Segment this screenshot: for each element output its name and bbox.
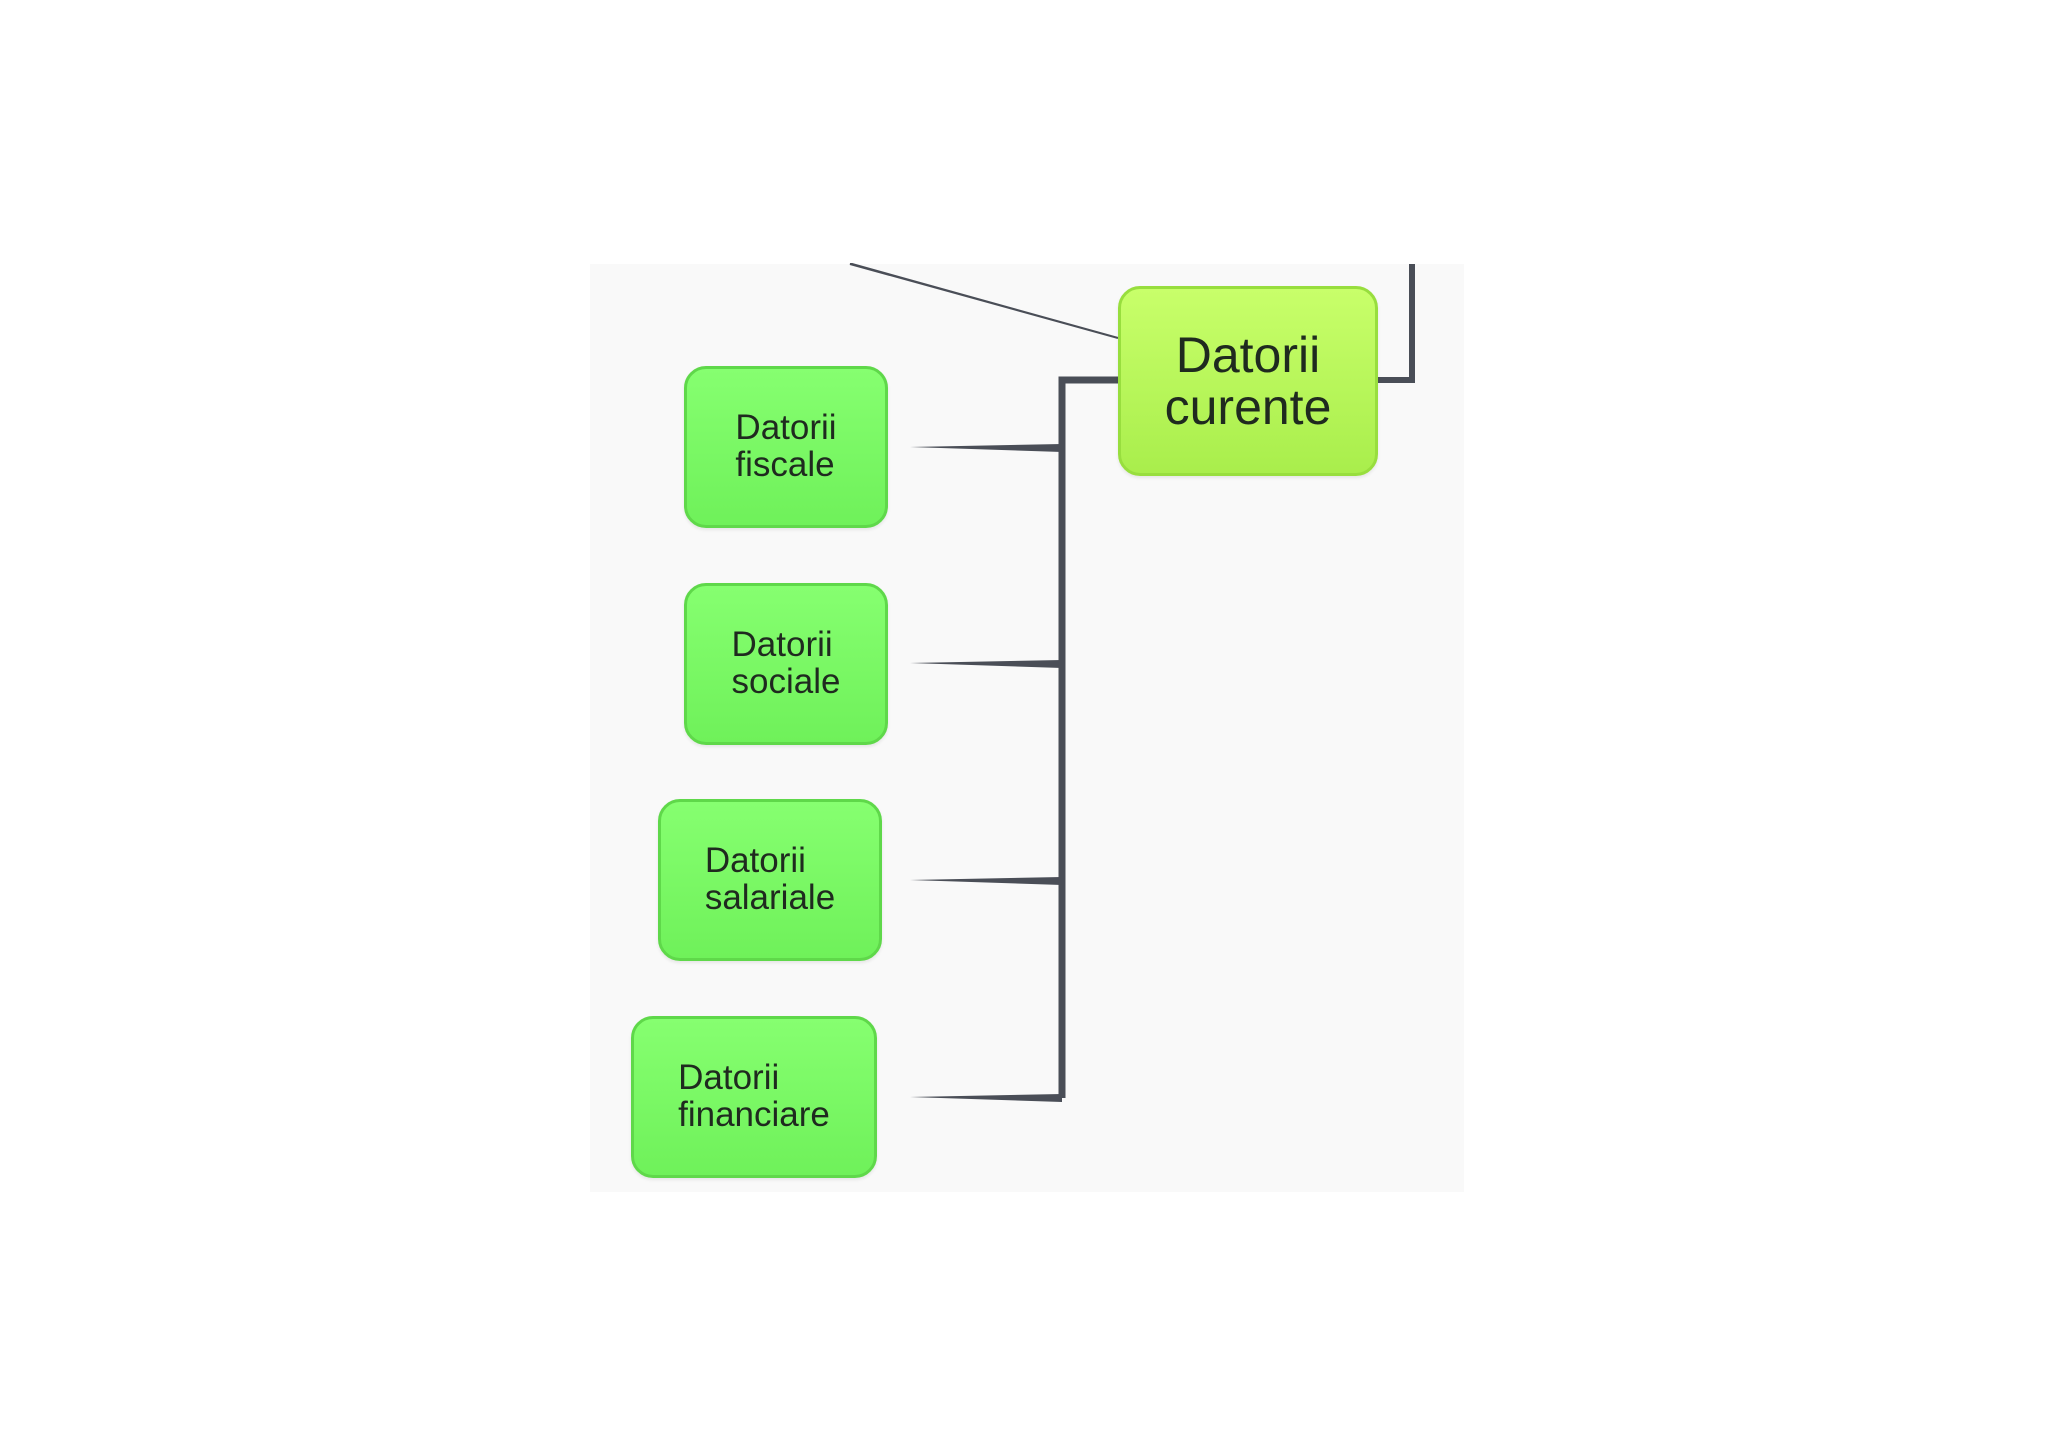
node-datorii-financiare[interactable]: Datorii financiare (631, 1016, 877, 1178)
node-label: Datorii salariale (704, 841, 836, 917)
node-label: Datorii financiare (678, 1058, 830, 1134)
node-label: Datorii curente (1164, 326, 1332, 435)
node-label: Datorii fiscale (735, 408, 837, 484)
trunk-connector (1058, 376, 1118, 1098)
node-label: Datorii sociale (731, 625, 841, 701)
node-datorii-sociale[interactable]: Datorii sociale (684, 583, 888, 745)
parent-right-connector (1378, 264, 1415, 383)
branch-connector-2 (910, 660, 1062, 668)
node-datorii-curente[interactable]: Datorii curente (1118, 286, 1378, 476)
incoming-connector (849, 263, 1119, 339)
node-datorii-fiscale[interactable]: Datorii fiscale (684, 366, 888, 528)
branch-connector-4 (910, 1094, 1062, 1102)
branch-connector-3 (910, 877, 1062, 885)
branch-connector-1 (910, 444, 1062, 452)
node-datorii-salariale[interactable]: Datorii salariale (658, 799, 882, 961)
